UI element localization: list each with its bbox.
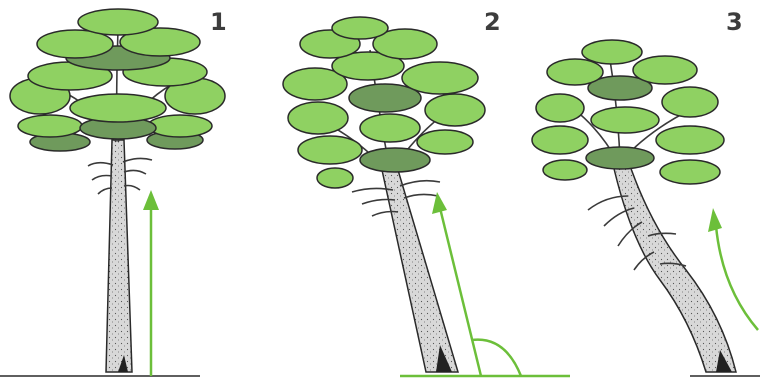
panel-number-2: 2 (484, 8, 501, 36)
tree-crown (283, 17, 485, 188)
tree-trunk (612, 160, 736, 372)
panel-3: 3 (532, 8, 760, 376)
tree-crown (532, 40, 724, 184)
panel-1: 1 (0, 8, 227, 376)
panel-2: 2 (283, 8, 570, 376)
growth-arrow (143, 190, 159, 376)
tree-trunk (106, 140, 132, 372)
panel-number-3: 3 (726, 8, 743, 36)
panel-number-1: 1 (210, 8, 227, 36)
growth-arrow (708, 208, 758, 330)
